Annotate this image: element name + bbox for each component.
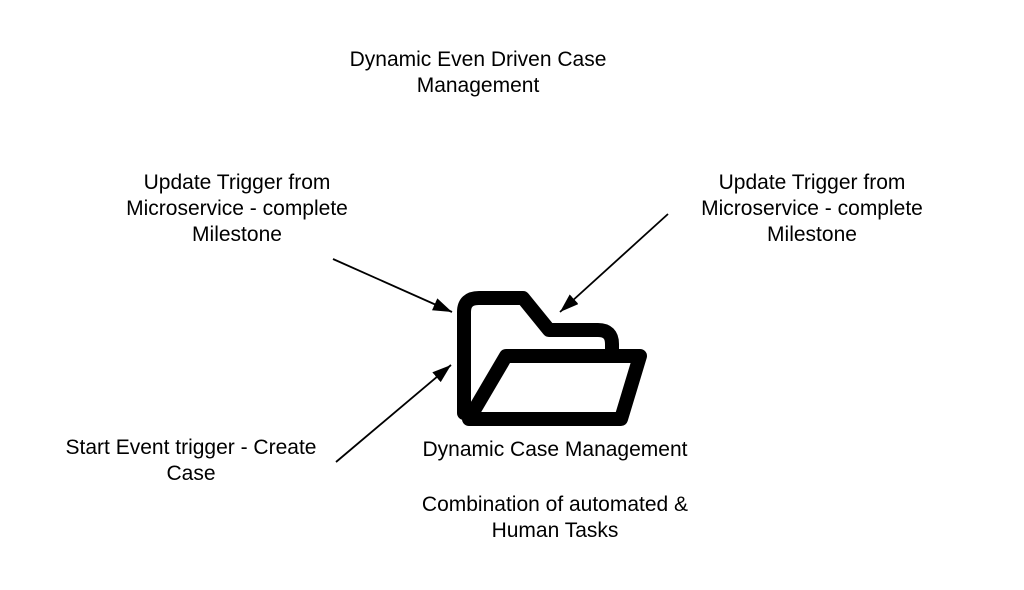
label-start-event-trigger: Start Event trigger - Create Case xyxy=(65,436,317,485)
folder-front-flap xyxy=(462,349,647,426)
label-update-trigger-right: Update Trigger from Microservice - compl… xyxy=(701,171,923,246)
label-folder-subtitle: Combination of automated & Human Tasks xyxy=(421,493,689,542)
label-update-trigger-left: Update Trigger from Microservice - compl… xyxy=(126,171,348,246)
diagram-title: Dynamic Even Driven Case Management xyxy=(349,48,607,97)
arrow-start-event-to-folder xyxy=(335,364,452,463)
arrow-update-right-line xyxy=(559,213,669,313)
arrow-update-left-line xyxy=(332,258,453,313)
arrow-update-right-to-folder xyxy=(559,213,669,313)
label-folder-title: Dynamic Case Management xyxy=(422,438,688,461)
arrow-start-event-line xyxy=(335,364,452,463)
open-folder-icon xyxy=(457,291,647,426)
arrow-update-left-to-folder xyxy=(332,258,453,313)
